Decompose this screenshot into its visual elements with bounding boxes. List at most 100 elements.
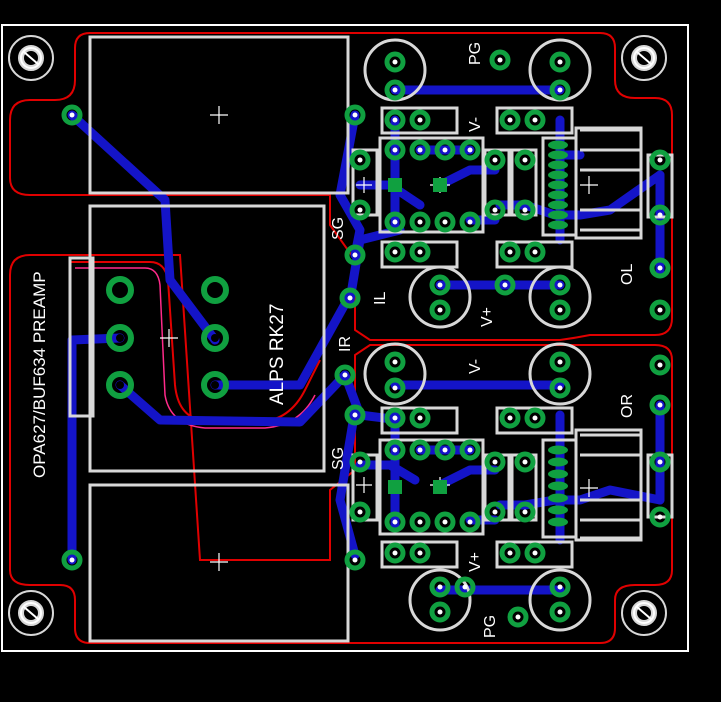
via-icon bbox=[532, 249, 538, 255]
pad-icon bbox=[434, 211, 456, 233]
via-icon bbox=[515, 614, 521, 620]
pad-icon bbox=[649, 204, 671, 226]
via-icon bbox=[657, 402, 663, 408]
pad-icon bbox=[514, 451, 536, 473]
via-icon bbox=[211, 381, 219, 389]
pad-icon bbox=[649, 394, 671, 416]
via-icon bbox=[392, 117, 398, 123]
via-icon bbox=[352, 112, 358, 118]
pad-icon bbox=[548, 469, 568, 479]
via-icon bbox=[417, 147, 423, 153]
via-icon bbox=[342, 372, 348, 378]
res-bot-4 bbox=[495, 540, 574, 569]
via-icon bbox=[392, 385, 398, 391]
pad-icon bbox=[499, 241, 521, 263]
pad-icon bbox=[384, 241, 406, 263]
pad-icon bbox=[344, 549, 366, 571]
via-icon bbox=[347, 295, 353, 301]
pad-icon bbox=[384, 542, 406, 564]
pad-icon bbox=[429, 299, 451, 321]
ecap-top-4 bbox=[528, 265, 592, 329]
pad-icon bbox=[384, 139, 406, 161]
pad-icon bbox=[524, 407, 546, 429]
via-icon bbox=[437, 307, 443, 313]
via-icon bbox=[557, 584, 563, 590]
via-icon bbox=[462, 584, 468, 590]
via-icon bbox=[497, 57, 503, 63]
label-or: OR bbox=[619, 394, 636, 418]
pad-icon bbox=[384, 351, 406, 373]
label-pg-top: PG bbox=[467, 42, 484, 65]
pad-icon bbox=[349, 199, 371, 221]
via-icon bbox=[557, 609, 563, 615]
pad-icon bbox=[548, 150, 568, 160]
via-icon bbox=[502, 282, 508, 288]
ecap-bot-3 bbox=[408, 568, 472, 632]
pad-icon bbox=[649, 149, 671, 171]
via-icon bbox=[392, 59, 398, 65]
via-icon bbox=[557, 359, 563, 365]
pad-icon bbox=[349, 149, 371, 171]
via-icon bbox=[352, 557, 358, 563]
pad-icon bbox=[409, 407, 431, 429]
pad-icon bbox=[548, 493, 568, 503]
keepout-top bbox=[9, 32, 673, 341]
via-icon bbox=[352, 412, 358, 418]
pad-icon bbox=[649, 451, 671, 473]
ecap-bot-1 bbox=[363, 342, 427, 406]
pad-icon bbox=[549, 351, 571, 373]
via-icon bbox=[532, 550, 538, 556]
pad-icon bbox=[549, 299, 571, 321]
pad-icon bbox=[384, 51, 406, 73]
via-icon bbox=[507, 117, 513, 123]
pad-icon bbox=[649, 506, 671, 528]
pad-icon bbox=[549, 79, 571, 101]
pad-icon bbox=[484, 199, 506, 221]
ecap-bot-2 bbox=[528, 342, 592, 406]
pad-icon bbox=[434, 139, 456, 161]
pad-icon bbox=[459, 211, 481, 233]
pad-icon bbox=[548, 445, 568, 455]
pad-icon bbox=[433, 480, 447, 494]
via-icon bbox=[442, 147, 448, 153]
via-icon bbox=[467, 219, 473, 225]
pad-icon bbox=[344, 104, 366, 126]
mounting-hole-icon bbox=[621, 590, 667, 636]
via-icon bbox=[467, 519, 473, 525]
via-icon bbox=[417, 550, 423, 556]
pad-icon bbox=[349, 501, 371, 523]
label-ol: OL bbox=[619, 264, 636, 285]
pad-icon bbox=[484, 451, 506, 473]
pad-icon bbox=[201, 371, 229, 399]
via-icon bbox=[657, 157, 663, 163]
via-icon bbox=[357, 509, 363, 515]
via-icon bbox=[467, 147, 473, 153]
res-top-2 bbox=[495, 106, 574, 135]
pad-icon bbox=[409, 241, 431, 263]
pad-icon bbox=[429, 274, 451, 296]
label-vminus-bottom: V- bbox=[467, 359, 484, 374]
keepout-bottom bbox=[9, 254, 673, 644]
via-icon bbox=[657, 307, 663, 313]
via-icon bbox=[116, 286, 124, 294]
label-pg-bottom: PG bbox=[482, 615, 499, 638]
pad-icon bbox=[524, 542, 546, 564]
pad-icon bbox=[409, 211, 431, 233]
pad-icon bbox=[499, 407, 521, 429]
pad-icon bbox=[429, 601, 451, 623]
pads bbox=[61, 49, 671, 628]
pad-icon bbox=[549, 51, 571, 73]
via-icon bbox=[557, 307, 563, 313]
heatsink-bot bbox=[574, 428, 643, 542]
via-icon bbox=[557, 282, 563, 288]
pad-icon bbox=[384, 407, 406, 429]
pad-icon bbox=[548, 517, 568, 527]
pad-icon bbox=[201, 324, 229, 352]
via-icon bbox=[507, 550, 513, 556]
via-icon bbox=[357, 157, 363, 163]
via-icon bbox=[657, 265, 663, 271]
pad-icon bbox=[454, 576, 476, 598]
heatsink-top bbox=[574, 126, 643, 240]
via-icon bbox=[657, 212, 663, 218]
pad-icon bbox=[548, 220, 568, 230]
